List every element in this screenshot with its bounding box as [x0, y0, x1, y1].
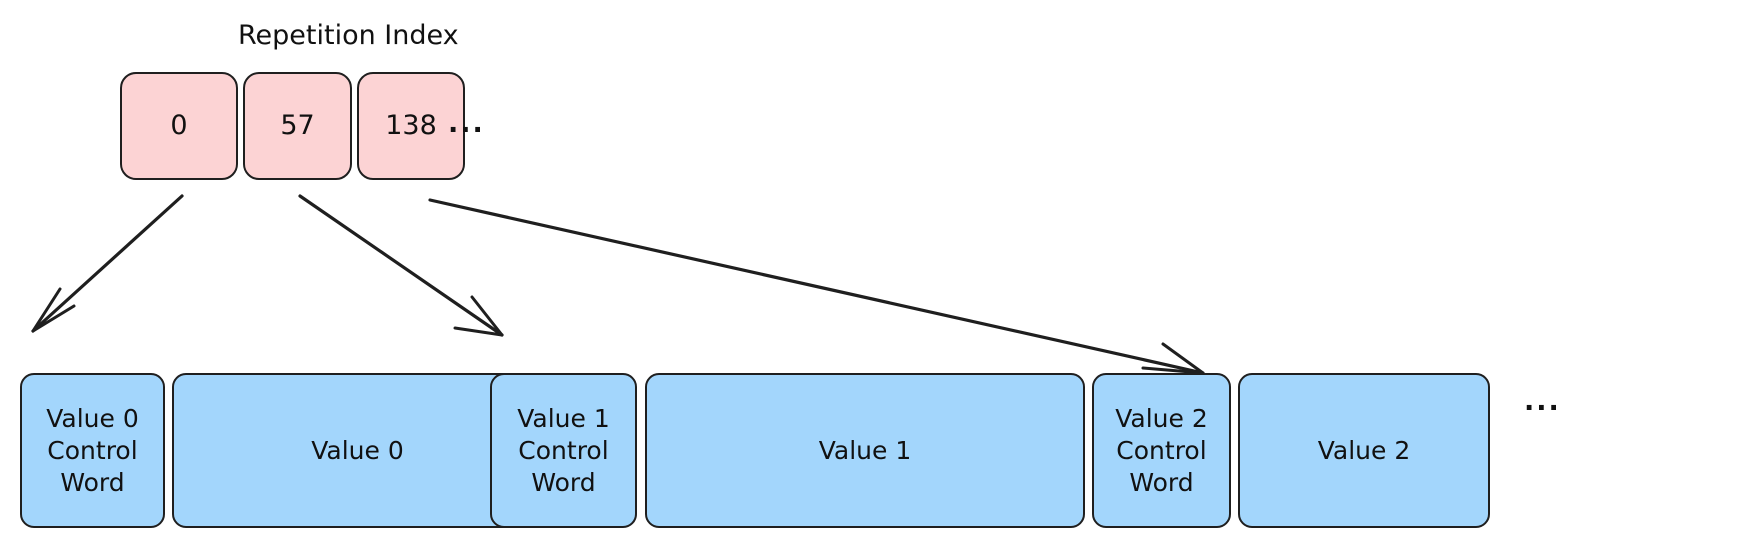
- arrow-index-57-to-value-1-control-word: [298, 194, 504, 337]
- value-2-control-word-box[interactable]: Value 2 Control Word: [1092, 373, 1231, 528]
- repetition-index-title: Repetition Index: [238, 20, 459, 51]
- arrow-index-138-to-value-2-control-word: [428, 198, 1205, 375]
- arrow-index-0-to-value-0-control-word: [31, 194, 184, 333]
- value-row-ellipsis: ...: [1524, 386, 1561, 417]
- index-cell-138[interactable]: 138: [357, 72, 465, 180]
- index-cell-0[interactable]: 0: [120, 72, 238, 180]
- value-0-box[interactable]: Value 0: [172, 373, 543, 528]
- value-2-box[interactable]: Value 2: [1238, 373, 1490, 528]
- index-row-ellipsis: ...: [448, 108, 485, 139]
- value-1-control-word-box[interactable]: Value 1 Control Word: [490, 373, 637, 528]
- value-0-control-word-box[interactable]: Value 0 Control Word: [20, 373, 165, 528]
- value-1-box[interactable]: Value 1: [645, 373, 1085, 528]
- index-cell-57[interactable]: 57: [243, 72, 352, 180]
